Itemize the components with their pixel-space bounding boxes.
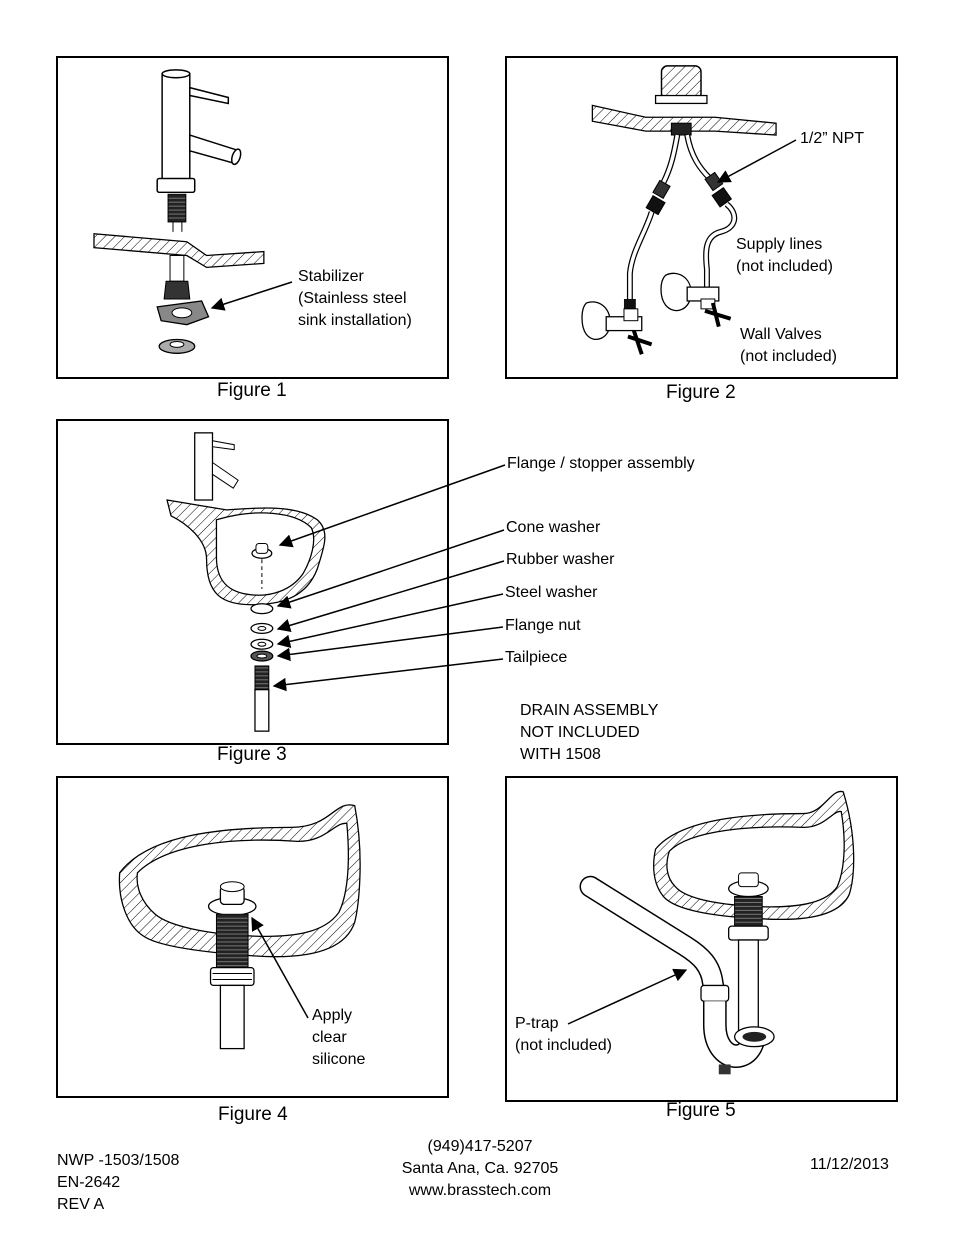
figure-2-panel [505, 56, 898, 379]
figure-3-caption: Figure 3 [217, 744, 287, 765]
revision-date: 11/12/2013 [810, 1156, 889, 1173]
doc-id-block: NWP -1503/1508 EN-2642 REV A [57, 1152, 180, 1213]
ptrap-label: P-trap (not included) [515, 1015, 612, 1054]
wall-valves-label: Wall Valves (not included) [740, 326, 837, 365]
contact-block: (949)417-5207 Santa Ana, Ca. 92705 www.b… [380, 1136, 580, 1202]
supply-lines-label: Supply lines (not included) [736, 236, 833, 275]
address: Santa Ana, Ca. 92705 [401, 1160, 559, 1177]
npt-label: 1/2” NPT [800, 130, 865, 147]
rubber-washer-label: Rubber washer [506, 551, 615, 568]
flange-stopper-label: Flange / stopper assembly [507, 455, 695, 472]
figure-4-caption: Figure 4 [218, 1104, 288, 1125]
steel-washer-label: Steel washer [505, 584, 598, 601]
figure-5-panel [505, 776, 898, 1102]
flange-nut-label: Flange nut [505, 617, 581, 634]
figure-1-panel [56, 56, 449, 379]
phone-number: (949)417-5207 [427, 1138, 533, 1155]
figure-2-caption: Figure 2 [666, 382, 736, 403]
figure-4-panel [56, 776, 449, 1098]
cone-washer-label: Cone washer [506, 519, 601, 536]
drain-exploded-illustration [166, 432, 326, 732]
figure-1-caption: Figure 1 [217, 380, 287, 401]
figure-3-panel [56, 419, 449, 745]
supply-lines-illustration [581, 65, 777, 355]
ptrap-illustration [579, 790, 855, 1075]
drain-not-included-note: DRAIN ASSEMBLY NOT INCLUDED WITH 1508 [520, 702, 659, 763]
stabilizer-label: Stabilizer (Stainless steel sink install… [298, 268, 412, 329]
silicone-application-illustration [118, 804, 361, 1050]
website-link[interactable]: www.brasstech.com [408, 1182, 552, 1199]
faucet-install-illustration [93, 69, 265, 354]
apply-silicone-label: Apply clear silicone [312, 1007, 366, 1068]
tailpiece-label: Tailpiece [505, 649, 568, 666]
figure-5-caption: Figure 5 [666, 1100, 736, 1121]
